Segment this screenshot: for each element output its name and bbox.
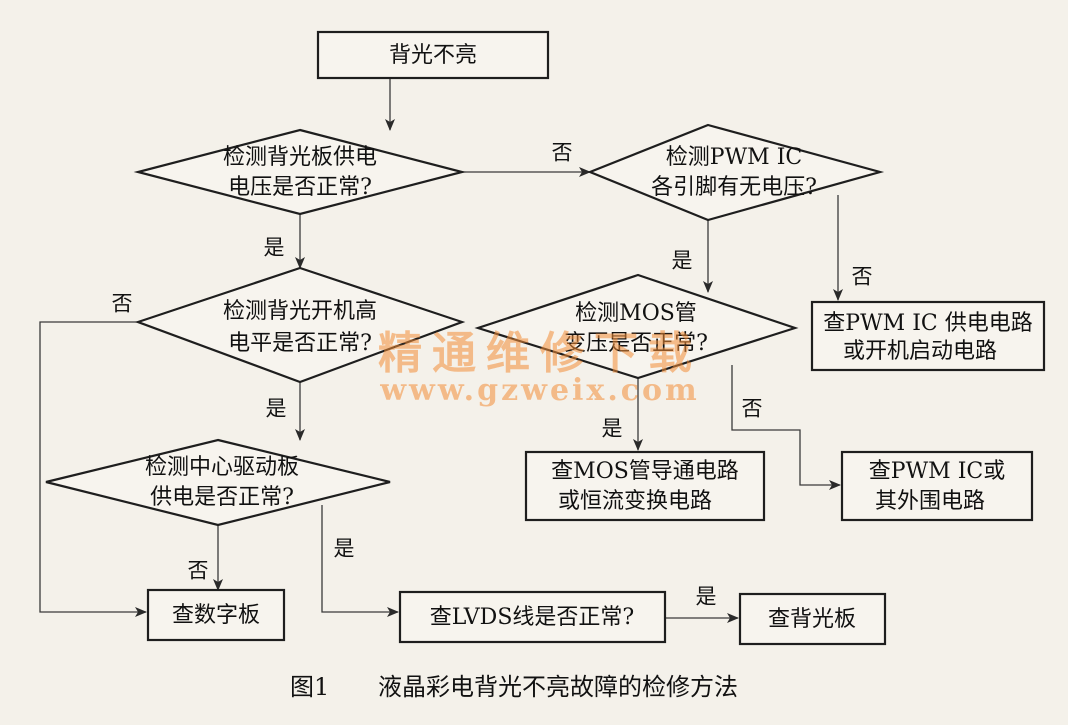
node-check-backlight-board: 查背光板 (738, 592, 887, 646)
edge-label-mainboard-yes: 是 (334, 537, 355, 561)
node-check-digital-board-label: 查数字板 (172, 603, 260, 628)
caption-title: 液晶彩电背光不亮故障的检修方法 (378, 673, 738, 701)
node-check-mos-voltage-line1: 检测MOS管 (575, 301, 697, 326)
node-check-backlight-power: 检测背光板供电 电压是否正常? (133, 128, 467, 216)
node-check-mos-circuit: 查MOS管导通电路 或恒流变换电路 (524, 450, 766, 522)
node-check-main-board-power-line1: 检测中心驱动板 (145, 455, 299, 480)
node-check-pwm-pins: 检测PWM IC 各引脚有无电压? (587, 123, 885, 222)
edge-label-power-no: 否 (552, 141, 573, 165)
edge-label-onlevel-no: 否 (112, 292, 133, 316)
node-check-pwm-periphery-line2: 其外围电路 (875, 489, 985, 514)
edge-label-power-yes: 是 (264, 236, 285, 260)
edge-labels: 否 是 否 是 否 是 是 否 是 否 是 (112, 141, 873, 609)
node-start: 背光不亮 (316, 30, 550, 80)
edge-label-mainboard-no: 否 (188, 559, 209, 583)
edge-label-pwm-yes: 是 (672, 249, 693, 273)
edge-label-mos-yes: 是 (602, 417, 623, 441)
node-check-digital-board: 查数字板 (146, 588, 286, 642)
node-start-label: 背光不亮 (389, 43, 477, 68)
node-check-mos-voltage: 检测MOS管 变压是否正常? (474, 273, 799, 380)
edge-onlevel-no-to-digital (39, 321, 147, 617)
node-check-backlight-on-level-line1: 检测背光开机高 (223, 299, 377, 324)
watermark-url: www.gzweix.com (379, 373, 700, 408)
edge-label-onlevel-yes: 是 (266, 397, 287, 421)
caption: 图1 液晶彩电背光不亮故障的检修方法 (290, 673, 738, 701)
watermark: 精通维修下载 www.gzweix.com (378, 328, 702, 408)
node-check-pwm-periphery-line1: 查PWM IC或 (869, 459, 1005, 484)
node-check-mos-circuit-line1: 查MOS管导通电路 (551, 459, 739, 484)
edge-label-pwm-no: 否 (852, 265, 873, 289)
edge-label-lvds-yes: 是 (696, 585, 717, 609)
node-check-backlight-power-line2: 电压是否正常? (228, 175, 372, 200)
edge-mainboard-yes-to-lvds (321, 505, 399, 617)
watermark-text: 精通维修下载 (378, 328, 702, 379)
node-check-backlight-on-level-line2: 电平是否正常? (228, 331, 372, 356)
node-check-main-board-power-line2: 供电是否正常? (150, 485, 294, 510)
node-check-backlight-power-line1: 检测背光板供电 (223, 145, 377, 170)
node-check-pwm-pins-line2: 各引脚有无电压? (651, 175, 817, 200)
node-check-backlight-board-label: 查背光板 (768, 607, 856, 632)
node-check-lvds-label: 查LVDS线是否正常? (430, 605, 634, 630)
node-check-backlight-on-level: 检测背光开机高 电平是否正常? (134, 266, 466, 384)
edge-mos-no-to-periphery (731, 365, 841, 490)
node-check-mos-circuit-line2: 或恒流变换电路 (558, 489, 712, 514)
node-check-pwm-power-circuit-line1: 查PWM IC 供电电路 (823, 311, 1032, 336)
node-check-pwm-pins-line1: 检测PWM IC (666, 145, 802, 170)
node-check-lvds: 查LVDS线是否正常? (398, 590, 667, 644)
node-check-main-board-power: 检测中心驱动板 供电是否正常? (45, 438, 391, 527)
node-check-pwm-power-circuit: 查PWM IC 供电电路 或开机启动电路 (810, 300, 1046, 372)
node-check-pwm-power-circuit-line2: 或开机启动电路 (843, 339, 997, 364)
node-check-pwm-periphery: 查PWM IC或 其外围电路 (840, 450, 1034, 522)
caption-figure: 图1 (290, 673, 329, 701)
edges (39, 78, 843, 623)
node-check-mos-voltage-line2: 变压是否正常? (564, 331, 708, 356)
edge-label-mos-no: 否 (742, 397, 763, 421)
